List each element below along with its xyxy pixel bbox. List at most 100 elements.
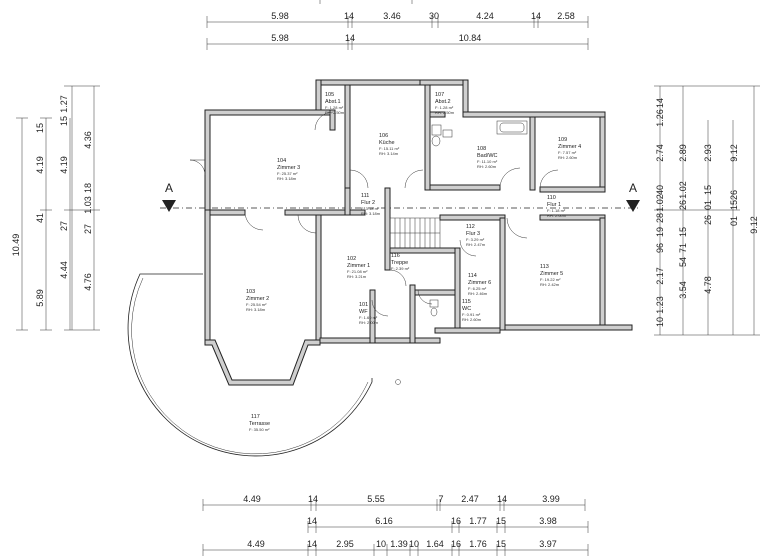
room-name: Zimmer 2 bbox=[246, 296, 269, 302]
dim-label: 15 bbox=[678, 227, 688, 237]
dim-label: 4.78 bbox=[703, 276, 713, 294]
dim-label: 4.49 bbox=[243, 494, 261, 504]
room-area: F: 3.29 m² bbox=[466, 237, 485, 242]
dim-label: 1.03 bbox=[83, 196, 93, 214]
dim-label: 1.77 bbox=[469, 516, 487, 526]
dim-label: 18 bbox=[83, 183, 93, 193]
dim-label: 10 bbox=[655, 317, 665, 327]
dim-label: 26 bbox=[703, 215, 713, 225]
room-area: F: 11.10 m² bbox=[477, 159, 498, 164]
room-height: RH: 3.21m bbox=[347, 274, 367, 279]
dim-label: 14 bbox=[497, 494, 507, 504]
room-108-label: 108 Bad/WC F: 11.10 m² RH: 2.60m bbox=[477, 146, 498, 169]
dim-label: 3.98 bbox=[539, 516, 557, 526]
room-name: Flur 1 bbox=[547, 202, 561, 208]
room-area: F: 0.91 m² bbox=[462, 312, 481, 317]
room-area: F: 7.57 m² bbox=[558, 150, 577, 155]
room-109-label: 109 Zimmer 4 F: 7.57 m² RH: 2.60m bbox=[558, 137, 581, 160]
room-110-label: 110 Flur 1 F: 1.18 m² RH: 2.60m bbox=[547, 195, 567, 218]
section-line-a: A A bbox=[160, 181, 640, 212]
left-dimensions: 10.49 15 1.27 5.89 4.19 41 4.44 15 4.19 … bbox=[11, 85, 100, 331]
room-117-label: 117 Terrasse F: 35.50 m² bbox=[249, 414, 270, 432]
dim-label: 1.39 bbox=[390, 539, 408, 549]
terrace-outline bbox=[127, 273, 373, 457]
room-area: F: 1.18 m² bbox=[547, 208, 566, 213]
room-height: RH: 2.46m bbox=[468, 291, 488, 296]
dim-label: 5.98 bbox=[271, 33, 289, 43]
dim-label: 4.19 bbox=[35, 156, 45, 174]
door-swings bbox=[189, 111, 559, 317]
staircase bbox=[389, 217, 441, 249]
room-name: Terrasse bbox=[249, 421, 270, 427]
room-area: F: 1.60 m² bbox=[359, 315, 378, 320]
room-height: RH: 2.60m bbox=[477, 164, 497, 169]
dim-label: 7 bbox=[438, 494, 443, 504]
room-height: RH: 3.18m bbox=[361, 211, 381, 216]
room-name: Küche bbox=[379, 140, 395, 146]
dim-label: 19 bbox=[655, 227, 665, 237]
room-number: 116 bbox=[391, 253, 400, 259]
room-name: Flur 3 bbox=[466, 231, 480, 237]
room-name: Zimmer 4 bbox=[558, 144, 581, 150]
dim-label: 1.76 bbox=[469, 539, 487, 549]
right-dimensions: 14 1.26 2.74 40 2.17 1.23 10 1.02 28 19 … bbox=[654, 85, 760, 336]
bathtub bbox=[496, 120, 528, 135]
room-name: Treppe bbox=[391, 260, 408, 266]
dim-label: 14 bbox=[345, 33, 355, 43]
bottom-dimension-row-1: 4.49 14 5.55 7 2.47 14 3.99 bbox=[202, 494, 586, 511]
dim-label: 3.46 bbox=[383, 11, 401, 21]
room-106-label: 106 Küche F: 15.11 m² RH: 3.14m bbox=[379, 133, 400, 156]
room-height: RH: 2.60m bbox=[462, 317, 482, 322]
room-104-label: 104 Zimmer 3 F: 25.37 m² RH: 3.18m bbox=[277, 158, 300, 181]
room-height: RH: 2.60m bbox=[558, 155, 578, 160]
dim-label: 14 bbox=[531, 11, 541, 21]
dim-label: 2.89 bbox=[678, 144, 688, 162]
room-101-label: 101 WF F: 1.60 m² RH: 2.00m bbox=[359, 302, 379, 325]
room-name: Bad/WC bbox=[477, 153, 498, 159]
dim-label: 2.17 bbox=[655, 267, 665, 285]
dim-label: 16 bbox=[451, 539, 461, 549]
dim-label: 40 bbox=[655, 185, 665, 195]
room-height: RH: 3.14m bbox=[379, 151, 399, 156]
room-number: 115 bbox=[462, 299, 471, 305]
dim-label: 14 bbox=[344, 11, 354, 21]
dim-label: 01 bbox=[703, 200, 713, 210]
dim-label: 15 bbox=[703, 185, 713, 195]
room-number: 108 bbox=[477, 146, 486, 152]
top-dimension-row-2: 5.98 14 10.84 bbox=[206, 33, 589, 50]
dim-label: 01 bbox=[729, 216, 739, 226]
dim-label: 5.55 bbox=[367, 494, 385, 504]
room-area: F: 6.25 m² bbox=[468, 286, 487, 291]
downpipe bbox=[395, 379, 401, 385]
room-116-label: 116 Treppe F: 2.39 m² bbox=[391, 253, 410, 271]
wc-fixtures bbox=[429, 124, 453, 317]
dim-label: 41 bbox=[35, 213, 45, 223]
dim-label: 1.64 bbox=[426, 539, 444, 549]
dim-label: 2.58 bbox=[557, 11, 575, 21]
room-number: 113 bbox=[540, 264, 549, 270]
dim-label: 4.36 bbox=[83, 131, 93, 149]
room-115-label: 115 WC F: 0.91 m² RH: 2.60m bbox=[462, 299, 482, 322]
dim-label: 14 bbox=[308, 494, 318, 504]
dim-label: 5.89 bbox=[35, 289, 45, 307]
room-105-label: 105 Abst.1 F: 1.28 m² RH: 2.50m bbox=[325, 92, 345, 115]
dim-label: 15 bbox=[496, 539, 506, 549]
room-number: 109 bbox=[558, 137, 567, 143]
room-height: RH: 3.18m bbox=[277, 176, 297, 181]
dim-label: 2.93 bbox=[703, 144, 713, 162]
dim-label: 9.12 bbox=[729, 144, 739, 162]
dim-label: 26 bbox=[729, 190, 739, 200]
room-area: F: 3.18 m² bbox=[361, 206, 380, 211]
dim-label: 14 bbox=[655, 98, 665, 108]
room-height: RH: 2.50m bbox=[325, 110, 345, 115]
dim-label: 2.95 bbox=[336, 539, 354, 549]
dim-label: 15 bbox=[59, 116, 69, 126]
top-dimension-row-1: 5.98 14 3.46 30 4.24 14 2.58 bbox=[206, 0, 589, 28]
dim-label: 14 bbox=[307, 539, 317, 549]
room-name: Zimmer 6 bbox=[468, 280, 491, 286]
dim-label: 3.54 bbox=[678, 281, 688, 299]
dim-label: 4.76 bbox=[83, 273, 93, 291]
room-name: Abst.1 bbox=[325, 99, 341, 105]
room-area: F: 25.54 m² bbox=[246, 302, 267, 307]
